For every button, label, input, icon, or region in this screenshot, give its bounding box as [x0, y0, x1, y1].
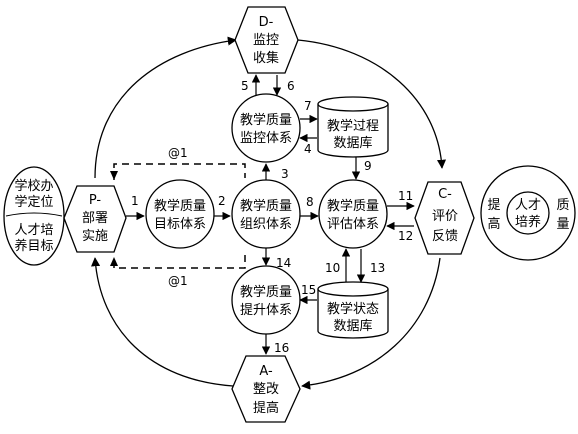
- c-hex-line1: C-: [438, 187, 452, 202]
- eval-system-circle: [318, 179, 388, 249]
- outcome-left-2: 高: [487, 216, 500, 232]
- outcome-right-1: 质: [556, 198, 569, 213]
- edge-3-label: 3: [281, 167, 289, 181]
- school-text-2: 学定位: [14, 194, 53, 210]
- outcome-inner-circle: [506, 191, 550, 235]
- improve-system-circle: [231, 265, 301, 335]
- outcome-inner-line1: 人才: [515, 198, 541, 213]
- process-db-line2: 数据库: [333, 135, 372, 151]
- improve-line2: 提升体系: [240, 302, 292, 318]
- outcome-left-1: 提: [487, 197, 500, 213]
- loop-arrowhead-bottom: [110, 257, 118, 266]
- loop-bottom-label: @1: [168, 274, 188, 288]
- a-hex-line1: A-: [259, 364, 273, 379]
- a-hex-line3: 提高: [253, 400, 279, 416]
- monitor-line2: 监控体系: [240, 131, 292, 146]
- edge-9-label: 9: [364, 159, 372, 173]
- school-text-1: 学校办: [14, 178, 53, 194]
- loop-top-label: @1: [168, 146, 188, 160]
- edge-5-label: 5: [241, 79, 249, 93]
- edge-16-label: 16: [274, 341, 289, 355]
- monitor-system-circle: [231, 93, 301, 163]
- loop-arrowhead-top: [110, 171, 118, 180]
- eval-line2: 评估体系: [327, 217, 379, 232]
- outcome-right-2: 量: [556, 217, 569, 232]
- goal-system-circle: [145, 179, 215, 249]
- improve-line1: 教学质量: [240, 284, 292, 300]
- p-deploy-hexagon: [63, 185, 127, 253]
- d-hex-line3: 收集: [253, 50, 279, 66]
- loop-dashed-bottom: [113, 255, 246, 269]
- goal-line2: 目标体系: [154, 217, 206, 232]
- a-improve-hexagon: [231, 355, 301, 423]
- goal-line1: 教学质量: [154, 198, 206, 214]
- edge-4-label: 4: [304, 142, 312, 156]
- status-db-line1: 教学状态: [327, 301, 379, 317]
- org-line1: 教学质量: [240, 198, 292, 214]
- p-hex-line2: 部署: [82, 211, 108, 226]
- cycle-arc-a-to-p: [91, 257, 234, 387]
- cycle-arc-d-to-c: [297, 39, 447, 169]
- edge-15-label: 15: [301, 283, 316, 297]
- p-hex-line3: 实施: [82, 229, 108, 244]
- c-hex-line3: 反馈: [432, 229, 458, 244]
- edge-14-label: 14: [276, 256, 291, 270]
- loop-dashed-top: [113, 163, 246, 180]
- edge-1-label: 1: [131, 194, 139, 208]
- outcome-inner-line2: 培养: [515, 214, 541, 230]
- process-database-cylinder: [317, 96, 389, 158]
- status-db-line2: 数据库: [333, 318, 372, 334]
- org-line2: 组织体系: [240, 217, 292, 232]
- edge-8-label: 8: [306, 195, 314, 209]
- school-text-4: 养目标: [14, 238, 53, 254]
- edge-6-label: 6: [287, 79, 295, 93]
- school-text-3: 人才培: [14, 222, 53, 238]
- cycle-arc-c-to-a: [301, 257, 441, 390]
- school-divider: [5, 212, 63, 217]
- edge-13-label: 13: [370, 261, 385, 275]
- edge-2-label: 2: [218, 194, 226, 208]
- school-positioning-ellipse: [3, 166, 65, 266]
- eval-line1: 教学质量: [327, 198, 379, 214]
- process-db-line1: 教学过程: [327, 118, 379, 134]
- cycle-arc-p-to-d: [94, 36, 237, 179]
- org-system-circle: [231, 179, 301, 249]
- edge-7-label: 7: [304, 99, 312, 113]
- c-evaluate-hexagon: [414, 181, 475, 255]
- status-database-cylinder: [317, 281, 389, 339]
- p-hex-line1: P-: [89, 193, 102, 208]
- monitor-line1: 教学质量: [240, 112, 292, 128]
- c-hex-line2: 评价: [432, 209, 458, 224]
- a-hex-line2: 整改: [253, 382, 279, 397]
- edge-10-label: 10: [325, 261, 340, 275]
- edge-12-label: 12: [398, 229, 413, 243]
- d-hex-line1: D-: [259, 15, 274, 30]
- d-hex-line2: 监控: [253, 33, 279, 48]
- edge-11-label: 11: [398, 189, 413, 203]
- d-monitor-hexagon: [234, 6, 299, 74]
